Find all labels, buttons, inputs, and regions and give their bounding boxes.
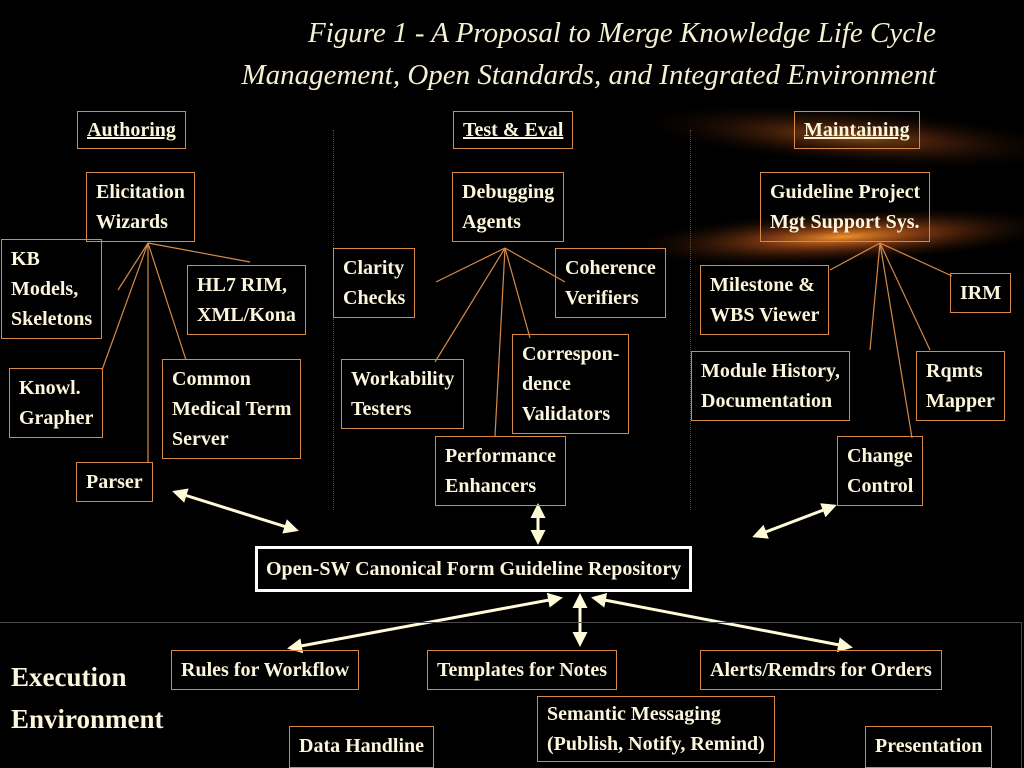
- box-data-handline: Data Handline: [289, 726, 435, 768]
- column-divider-right: [690, 130, 691, 510]
- connector-gpmss-milestone: [829, 242, 881, 271]
- medterm-line-1: Common: [172, 368, 251, 390]
- connector-elicit-medterm: [147, 242, 187, 361]
- medterm-line-3: Server: [172, 428, 229, 450]
- kb-line-3: Skeletons: [11, 308, 93, 330]
- box-alerts-reminders: Alerts/Remdrs for Orders: [700, 650, 942, 690]
- box-kb-models: KB Models, Skeletons: [1, 239, 103, 339]
- box-knowl-grapher: Knowl. Grapher: [9, 368, 104, 438]
- hl7-line-1: HL7 RIM,: [197, 274, 287, 296]
- hl7-line-2: XML/Kona: [197, 304, 296, 326]
- box-milestone-wbs-viewer: Milestone & WBS Viewer: [700, 265, 830, 335]
- header-maintaining: Maintaining: [794, 111, 920, 149]
- grapher-line-1: Knowl.: [19, 377, 81, 399]
- box-guideline-project-mgt: Guideline Project Mgt Support Sys.: [760, 172, 931, 242]
- module-line-2: Documentation: [701, 390, 833, 412]
- box-templates-for-notes: Templates for Notes: [427, 650, 617, 690]
- header-authoring: Authoring: [77, 111, 186, 149]
- arrow-repo-rules: [287, 592, 563, 654]
- figure-title: Figure 1 - A Proposal to Merge Knowledge…: [90, 12, 936, 96]
- elicitation-line-2: Wizards: [96, 211, 168, 233]
- workability-line-2: Testers: [351, 398, 412, 420]
- connector-elicit-hl7: [147, 242, 251, 263]
- box-guideline-repository: Open-SW Canonical Form Guideline Reposit…: [255, 546, 693, 592]
- execution-environment-label: Execution Environment: [11, 656, 164, 740]
- box-change-control: Change Control: [837, 436, 924, 506]
- rqmts-line-1: Rqmts: [926, 360, 983, 382]
- corresp-line-3: Validators: [522, 403, 611, 425]
- box-workability-testers: Workability Testers: [341, 359, 465, 429]
- connector-gpmss-module: [869, 242, 881, 351]
- milestone-line-2: WBS Viewer: [710, 304, 820, 326]
- connector-gpmss-irm: [879, 242, 953, 277]
- corresp-line-2: dence: [522, 373, 571, 395]
- kb-line-2: Models,: [11, 278, 79, 300]
- elicitation-line-1: Elicitation: [96, 181, 185, 203]
- perf-line-2: Enhancers: [445, 475, 537, 497]
- glow-streak-upper: [600, 101, 1024, 169]
- semantic-line-1: Semantic Messaging: [547, 703, 721, 725]
- execution-environment-panel: [0, 622, 1022, 768]
- box-semantic-messaging: Semantic Messaging (Publish, Notify, Rem…: [537, 696, 775, 762]
- box-debugging-agents: Debugging Agents: [452, 172, 565, 242]
- debugging-line-1: Debugging: [462, 181, 555, 203]
- box-elicitation-wizards: Elicitation Wizards: [86, 172, 195, 242]
- arrow-parser-repo: [172, 488, 299, 534]
- medterm-line-2: Medical Term: [172, 398, 292, 420]
- workability-line-1: Workability: [351, 368, 455, 390]
- box-coherence-verifiers: Coherence Verifiers: [555, 248, 666, 318]
- coherence-line-2: Verifiers: [565, 287, 639, 309]
- box-medical-term-server: Common Medical Term Server: [162, 359, 302, 459]
- connector-gpmss-rqmts: [879, 242, 931, 351]
- rqmts-line-2: Mapper: [926, 390, 995, 412]
- connector-elicit-kb: [117, 242, 149, 291]
- title-line-1: Figure 1 - A Proposal to Merge Knowledge…: [308, 17, 936, 49]
- clarity-line-2: Checks: [343, 287, 406, 309]
- box-irm: IRM: [950, 273, 1012, 313]
- grapher-line-2: Grapher: [19, 407, 94, 429]
- box-rqmts-mapper: Rqmts Mapper: [916, 351, 1005, 421]
- debugging-line-2: Agents: [462, 211, 521, 233]
- title-line-2: Management, Open Standards, and Integrat…: [241, 59, 936, 91]
- module-line-1: Module History,: [701, 360, 840, 382]
- box-clarity-checks: Clarity Checks: [333, 248, 416, 318]
- semantic-line-2: (Publish, Notify, Remind): [547, 733, 765, 755]
- arrow-change-repo: [752, 503, 837, 539]
- box-performance-enhancers: Performance Enhancers: [435, 436, 567, 506]
- connector-gpmss-change: [879, 242, 913, 439]
- clarity-line-1: Clarity: [343, 257, 405, 279]
- column-divider-left: [333, 130, 334, 510]
- kb-line-1: KB: [11, 248, 40, 270]
- milestone-line-1: Milestone &: [710, 274, 815, 296]
- connector-elicit-grapher: [101, 242, 149, 371]
- exec-label-line-1: Execution: [11, 662, 127, 692]
- gpmss-line-2: Mgt Support Sys.: [770, 211, 920, 233]
- box-presentation: Presentation: [865, 726, 993, 768]
- box-rules-for-workflow: Rules for Workflow: [171, 650, 360, 690]
- connector-debug-corresp: [504, 247, 531, 339]
- change-line-2: Control: [847, 475, 914, 497]
- gpmss-line-1: Guideline Project: [770, 181, 921, 203]
- change-line-1: Change: [847, 445, 913, 467]
- coherence-line-1: Coherence: [565, 257, 656, 279]
- header-test-eval: Test & Eval: [453, 111, 574, 149]
- box-hl7-rim: HL7 RIM, XML/Kona: [187, 265, 306, 335]
- box-parser: Parser: [76, 462, 153, 502]
- corresp-line-1: Correspon-: [522, 343, 620, 365]
- connector-debug-perf: [494, 247, 506, 437]
- perf-line-1: Performance: [445, 445, 557, 467]
- exec-label-line-2: Environment: [11, 704, 164, 734]
- box-module-history: Module History, Documentation: [691, 351, 850, 421]
- connector-debug-workability: [434, 247, 506, 363]
- connector-debug-clarity: [435, 247, 506, 283]
- box-correspondence-validators: Correspon- dence Validators: [512, 334, 630, 434]
- glow-streak-lower: [590, 207, 1024, 269]
